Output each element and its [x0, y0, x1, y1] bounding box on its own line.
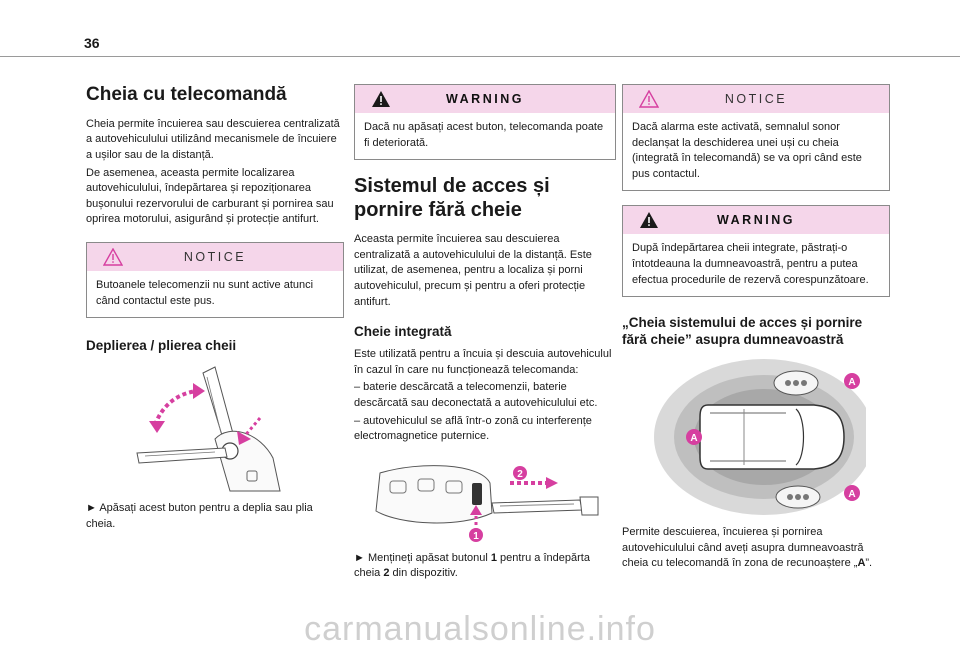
text-run: din dispozitiv.	[389, 567, 458, 580]
column-3: NOTICE Dacă alarma este activată, semnal…	[622, 84, 890, 574]
notice-text: Butoanele telecomenzii nu sunt active at…	[96, 279, 314, 307]
warning-box: WARNING Dacă nu apăsați acest buton, tel…	[354, 84, 616, 161]
paragraph: Cheia permite încuierea sau descuierea c…	[86, 117, 340, 162]
text-bold: 1	[490, 551, 497, 564]
paragraph: Aceasta permite încuierea sau descuierea…	[354, 233, 592, 308]
zone-label-a: A	[848, 377, 855, 388]
warning-triangle-icon	[371, 90, 391, 111]
text-run: ► Mențineți apăsat butonul	[354, 551, 491, 564]
notice-box: NOTICE Dacă alarma este activată, semnal…	[622, 84, 890, 192]
section-title-keyless: Sistemul de acces și pornire fără cheie	[354, 175, 550, 222]
warning-triangle-icon	[639, 211, 659, 232]
paragraph-zone: Permite descuierea, încuierea și pornire…	[622, 525, 890, 572]
column-2: WARNING Dacă nu apăsați acest buton, tel…	[354, 84, 616, 584]
text-bold: 2	[383, 567, 390, 580]
warning-header: WARNING	[623, 206, 889, 235]
section-title-remote-key: Cheia cu telecomandă	[86, 84, 287, 105]
warning-triangle-icon	[638, 89, 660, 111]
text-run: Permite descuierea, încuierea și pornire…	[622, 526, 864, 570]
warning-text: Dacă nu apăsați acest buton, telecomanda…	[364, 121, 604, 149]
subsection-title-fold: Deplierea / plierea cheii	[86, 338, 237, 354]
figure-label-1: 1	[473, 531, 479, 542]
notice-label: NOTICE	[724, 92, 788, 106]
text-run: pentru a îndepărta cheia	[354, 551, 590, 580]
text-run: ”.	[865, 557, 873, 570]
notice-header: NOTICE	[87, 243, 343, 272]
watermark: carmanualsonline.info	[304, 610, 656, 648]
instruction-integrated-key: ► Mențineți apăsat butonul 1 pentru a în…	[354, 551, 616, 582]
recognition-zone-illustration: A A A	[654, 359, 866, 515]
notice-box: NOTICE Butoanele telecomenzii nu sunt ac…	[86, 242, 344, 319]
zone-label-a: A	[848, 489, 855, 500]
notice-text: Dacă alarma este activată, semnalul sono…	[632, 121, 862, 180]
paragraph: – autovehiculul se află într-o zonă cu i…	[354, 414, 592, 443]
paragraph: – baterie descărcată a telecomenzii, bat…	[354, 381, 598, 409]
warning-text: După îndepărtarea cheii integrate, păstr…	[632, 242, 869, 286]
text-bold: A	[857, 557, 866, 570]
zone-label-a: A	[690, 433, 697, 444]
warning-label: WARNING	[717, 213, 795, 228]
column-1: Cheia cu telecomandă Cheia permite încui…	[86, 84, 344, 534]
key-fold-illustration	[136, 366, 281, 492]
notice-header: NOTICE	[623, 85, 889, 113]
notice-label: NOTICE	[183, 250, 247, 265]
subsection-title-integrated-key: Cheie integrată	[354, 324, 452, 340]
warning-label: WARNING	[446, 92, 524, 106]
warning-triangle-icon	[102, 247, 124, 269]
integrated-key-illustration: 2 1	[375, 464, 599, 542]
warning-box: WARNING După îndepărtarea cheii integrat…	[622, 205, 890, 298]
page-number: 36	[84, 35, 100, 51]
warning-header: WARNING	[355, 85, 615, 113]
header-rule	[0, 56, 960, 57]
figure-label-2: 2	[517, 469, 523, 480]
instruction-fold: ► Apăsați acest buton pentru a deplia sa…	[86, 502, 313, 530]
subsection-title-key-on-you: „Cheia sistemului de acces și pornire fă…	[622, 315, 863, 348]
paragraph: Este utilizată pentru a încuia și descui…	[354, 348, 612, 376]
paragraph: De asemenea, aceasta permite localizarea…	[86, 166, 334, 226]
